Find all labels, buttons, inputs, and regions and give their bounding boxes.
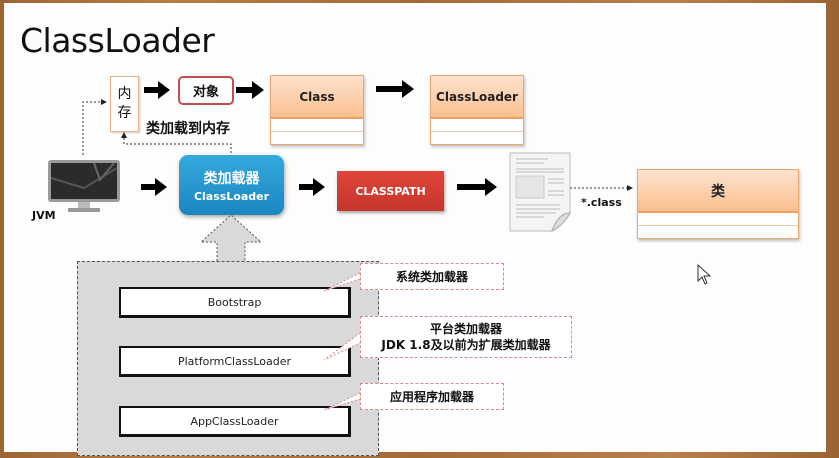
mouse-cursor-icon [697, 263, 712, 285]
classloader-uml-box: ClassLoader [430, 75, 524, 145]
class-cn-uml-box: 类 [637, 169, 799, 239]
bootstrap-loader-box: Bootstrap [119, 287, 351, 318]
class-uml-box: Class [270, 75, 364, 145]
arrow-right-icon [376, 80, 414, 98]
platform-loader-box: PlatformClassLoader [119, 346, 351, 377]
slide: ClassLoader 内 存 对象 Class ClassLoader 类加载… [4, 3, 826, 456]
callout-text: 平台类加载器 [429, 322, 502, 336]
class-uml-header: Class [271, 76, 363, 119]
load-to-memory-label: 类加载到内存 [146, 121, 230, 137]
classpath-box: CLASSPATH [337, 171, 444, 211]
file-extension-label: *.class [581, 196, 622, 209]
monitor-icon [44, 158, 124, 218]
app-callout: 应用程序加载器 [360, 383, 504, 410]
memory-label-1: 内 [117, 86, 132, 102]
jvm-label: JVM [32, 209, 56, 222]
app-loader-box: AppClassLoader [119, 406, 351, 437]
jvm-to-memory-connector [82, 99, 107, 155]
bootstrap-callout: 系统类加载器 [360, 263, 504, 290]
memory-label-2: 存 [117, 105, 132, 121]
platform-callout: 平台类加载器 JDK 1.8及以前为扩展类加载器 [360, 316, 572, 358]
document-icon [508, 151, 574, 237]
callout-text: 应用程序加载器 [389, 389, 474, 404]
uml-row [431, 119, 523, 132]
connectors-overlay [82, 80, 712, 411]
class-cn-uml-header: 类 [638, 170, 798, 213]
page-title: ClassLoader [20, 21, 215, 60]
uml-row [271, 119, 363, 132]
uml-row [271, 132, 363, 144]
callout-text: JDK 1.8及以前为扩展类加载器 [381, 338, 551, 352]
callout-pointer [323, 392, 361, 411]
callout-pointer [323, 332, 361, 361]
classloader-uml-header: ClassLoader [431, 76, 523, 119]
uml-row [431, 132, 523, 144]
memory-box: 内 存 [110, 76, 139, 132]
class-loader-en: ClassLoader [193, 189, 270, 203]
thick-arrows [141, 80, 497, 196]
uml-row [638, 213, 798, 226]
class-loader-cn: 类加载器 [203, 170, 260, 187]
up-arrow-icon [199, 214, 263, 261]
arrow-right-icon [144, 81, 170, 99]
callout-pointer [323, 272, 361, 292]
callout-text: 系统类加载器 [395, 269, 468, 284]
class-loader-box: 类加载器 ClassLoader [179, 155, 284, 215]
arrow-right-icon [141, 178, 167, 196]
object-box: 对象 [178, 76, 234, 105]
loader-to-memory-connector [121, 132, 232, 153]
arrow-right-icon [457, 178, 497, 196]
arrow-right-icon [236, 81, 264, 99]
arrow-right-icon [299, 178, 325, 196]
uml-row [638, 226, 798, 238]
